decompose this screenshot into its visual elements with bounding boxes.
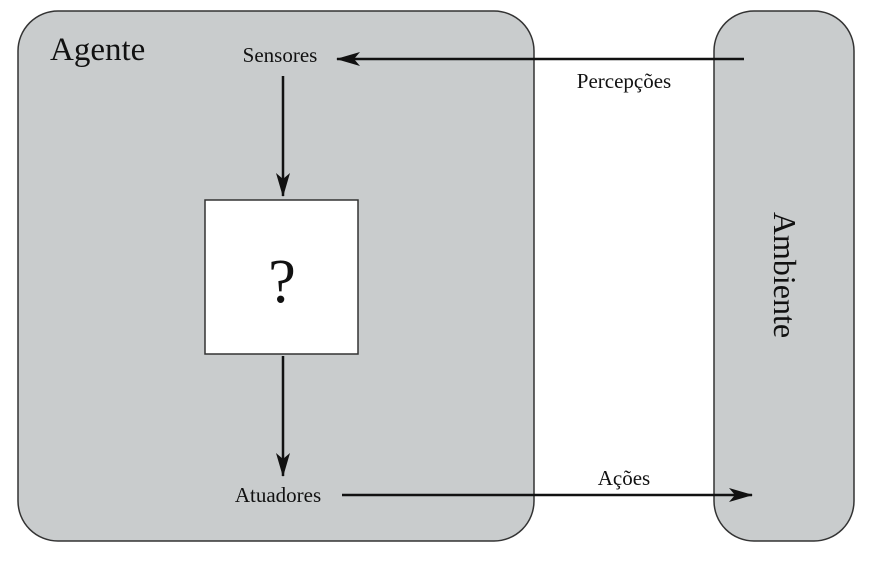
question-mark: ? [268, 248, 296, 316]
unknown-process-box [204, 199, 359, 355]
actions-label: Ações [598, 466, 650, 490]
actuators-label: Atuadores [235, 483, 321, 507]
percepts-label: Percepções [577, 69, 671, 93]
environment-box [713, 10, 855, 542]
agent-label: Agente [50, 32, 145, 68]
environment-label: Ambiente [767, 212, 803, 338]
sensors-label: Sensores [243, 43, 318, 67]
